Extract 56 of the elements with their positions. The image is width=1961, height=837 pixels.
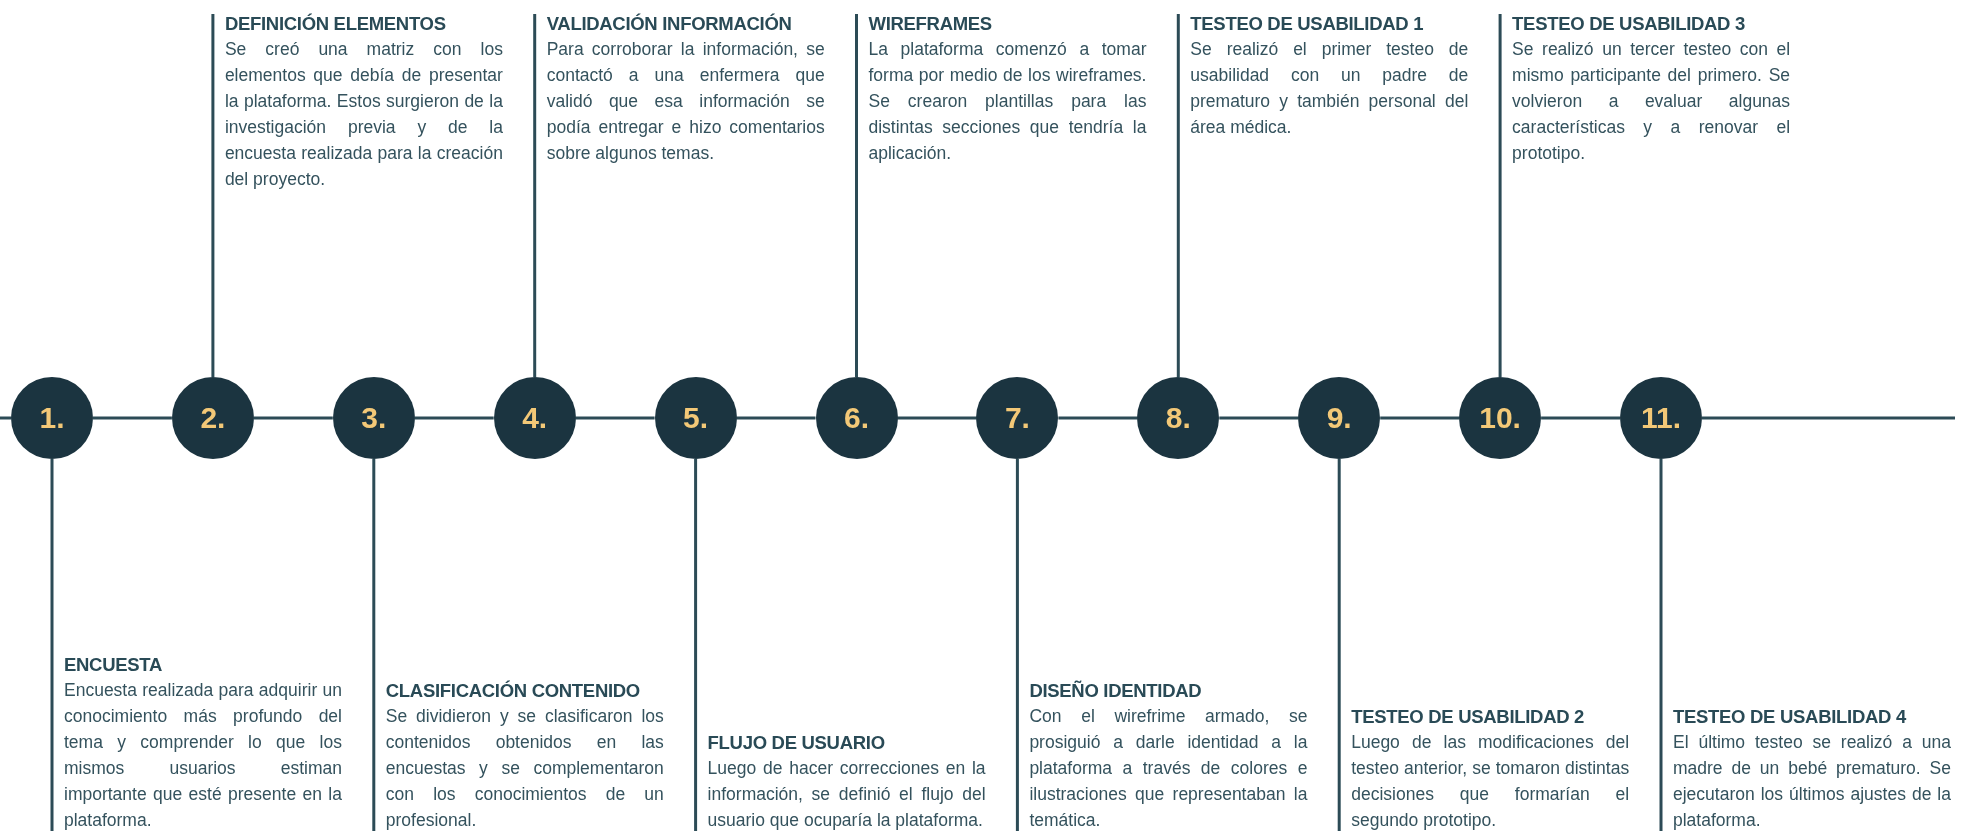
step-description: Se realizó un tercer testeo con el mismo participante del primero. Se volvieron a evaluar algunas características y a renovar el prototipo.	[1512, 38, 1791, 165]
leader-line	[855, 14, 858, 377]
leader-line	[372, 459, 376, 831]
step-number: 8.	[1137, 377, 1220, 459]
leader-line	[1659, 459, 1663, 831]
leader-line	[1337, 459, 1341, 831]
step-heading: TESTEO DE USABILIDAD 2	[1351, 705, 1586, 729]
timeline-line	[736, 416, 816, 420]
step-description: El último testeo se realizó a una madre de un bebé prematuro. Se ejecutaron los últimos ajustes de la plataforma.	[1673, 731, 1951, 832]
step-number: 10.	[1459, 377, 1542, 459]
step-heading: DISEÑO IDENTIDAD	[1029, 679, 1203, 703]
step-description: Luego de las modificaciones del testeo anterior, se tomaron distintas decisiones que formarían el segundo prototipo.	[1351, 731, 1630, 832]
step-heading: TESTEO DE USABILIDAD 3	[1512, 12, 1746, 36]
step-description: Con el wirefrime armado, se prosiguió a darle identidad a la plataforma a través de colores e ilustraciones que representaban la temática.	[1029, 705, 1308, 832]
step-heading: CLASIFICACIÓN CONTENIDO	[385, 679, 641, 703]
step-heading: DEFINICIÓN ELEMENTOS	[224, 12, 447, 36]
timeline-line	[1702, 416, 1955, 420]
step-number: 3.	[332, 377, 415, 459]
step-heading: FLUJO DE USUARIO	[707, 731, 886, 755]
timeline-line	[1058, 416, 1138, 420]
step-number: 5.	[654, 377, 737, 459]
timeline-line	[93, 416, 172, 420]
leader-line	[1498, 14, 1502, 377]
step-heading: WIREFRAMES	[868, 12, 993, 36]
leader-line	[50, 459, 54, 831]
step-number: 2.	[171, 377, 254, 459]
step-description: Luego de hacer correcciones en la información, se definió el flujo del usuario que ocuparía la plataforma.	[707, 757, 986, 832]
step-description: Se realizó el primer testeo de usabilidad con un padre de prematuro y también personal del área médica.	[1190, 38, 1469, 139]
step-heading: VALIDACIÓN INFORMACIÓN	[546, 12, 793, 36]
step-number: 7.	[976, 377, 1059, 459]
step-description: La plataforma comenzó a tomar forma por medio de los wireframes. Se crearon plantillas para las distintas secciones que tendría la aplicación.	[868, 38, 1147, 165]
step-number: 11.	[1620, 377, 1702, 459]
timeline-line	[0, 416, 11, 420]
timeline-line	[414, 416, 494, 420]
step-number: 9.	[1298, 377, 1381, 459]
step-heading: ENCUESTA	[64, 653, 163, 677]
timeline-line	[897, 416, 977, 420]
step-heading: TESTEO DE USABILIDAD 4	[1673, 705, 1908, 729]
timeline-line	[1380, 416, 1460, 420]
leader-line	[694, 459, 698, 831]
timeline-line	[575, 416, 655, 420]
step-number: 1.	[11, 377, 93, 459]
step-number: 4.	[493, 377, 576, 459]
step-heading: TESTEO DE USABILIDAD 1	[1190, 12, 1425, 36]
leader-line	[211, 14, 215, 377]
timeline-line	[1541, 416, 1620, 420]
step-description: Para corroborar la información, se contactó a una enfermera que validó que esa información se podía entregar e hizo comentarios sobre algunos temas.	[546, 38, 825, 165]
step-description: Se dividieron y se clasificaron los contenidos obtenidos en las encuestas y se complementaron con los conocimientos de un profesional.	[385, 705, 664, 832]
leader-line	[1176, 14, 1180, 377]
step-description: Encuesta realizada para adquirir un conocimiento más profundo del tema y comprender lo que los mismos usuarios estiman importante que esté presente en la plataforma.	[64, 679, 342, 832]
leader-line	[1015, 459, 1019, 831]
timeline-line	[253, 416, 333, 420]
timeline-line	[1219, 416, 1299, 420]
step-number: 6.	[815, 377, 898, 459]
step-description: Se creó una matriz con los elementos que debía de presentar la plataforma. Estos surgieron de la investigación previa y de la encuesta realizada para la creación del proyecto.	[224, 38, 503, 191]
leader-line	[533, 14, 537, 377]
